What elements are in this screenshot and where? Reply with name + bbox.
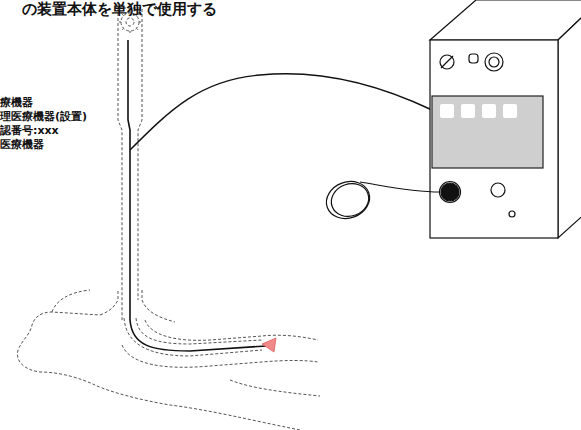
scope-tip-light: [262, 338, 276, 352]
gear-tooth: [118, 22, 121, 23]
approval-number-text: 認番号:xxx: [0, 124, 59, 137]
processor-unit: [430, 0, 581, 238]
device-class-text: 理医療機器(設置): [0, 110, 87, 123]
device-class-text: 療機器: [0, 96, 33, 109]
patient-outline: [17, 8, 320, 430]
endoscope-core: [128, 40, 266, 351]
title-fragment: の装置本体を単独で使用する: [22, 0, 217, 18]
gear-tooth: [139, 22, 142, 23]
gear-tooth: [136, 28, 138, 30]
scope-cable: [130, 74, 432, 150]
device-class-text: 医療機器: [0, 138, 44, 151]
coiled-cable: [321, 176, 440, 225]
gear-tooth: [122, 28, 124, 30]
gear-tooth: [130, 31, 131, 34]
